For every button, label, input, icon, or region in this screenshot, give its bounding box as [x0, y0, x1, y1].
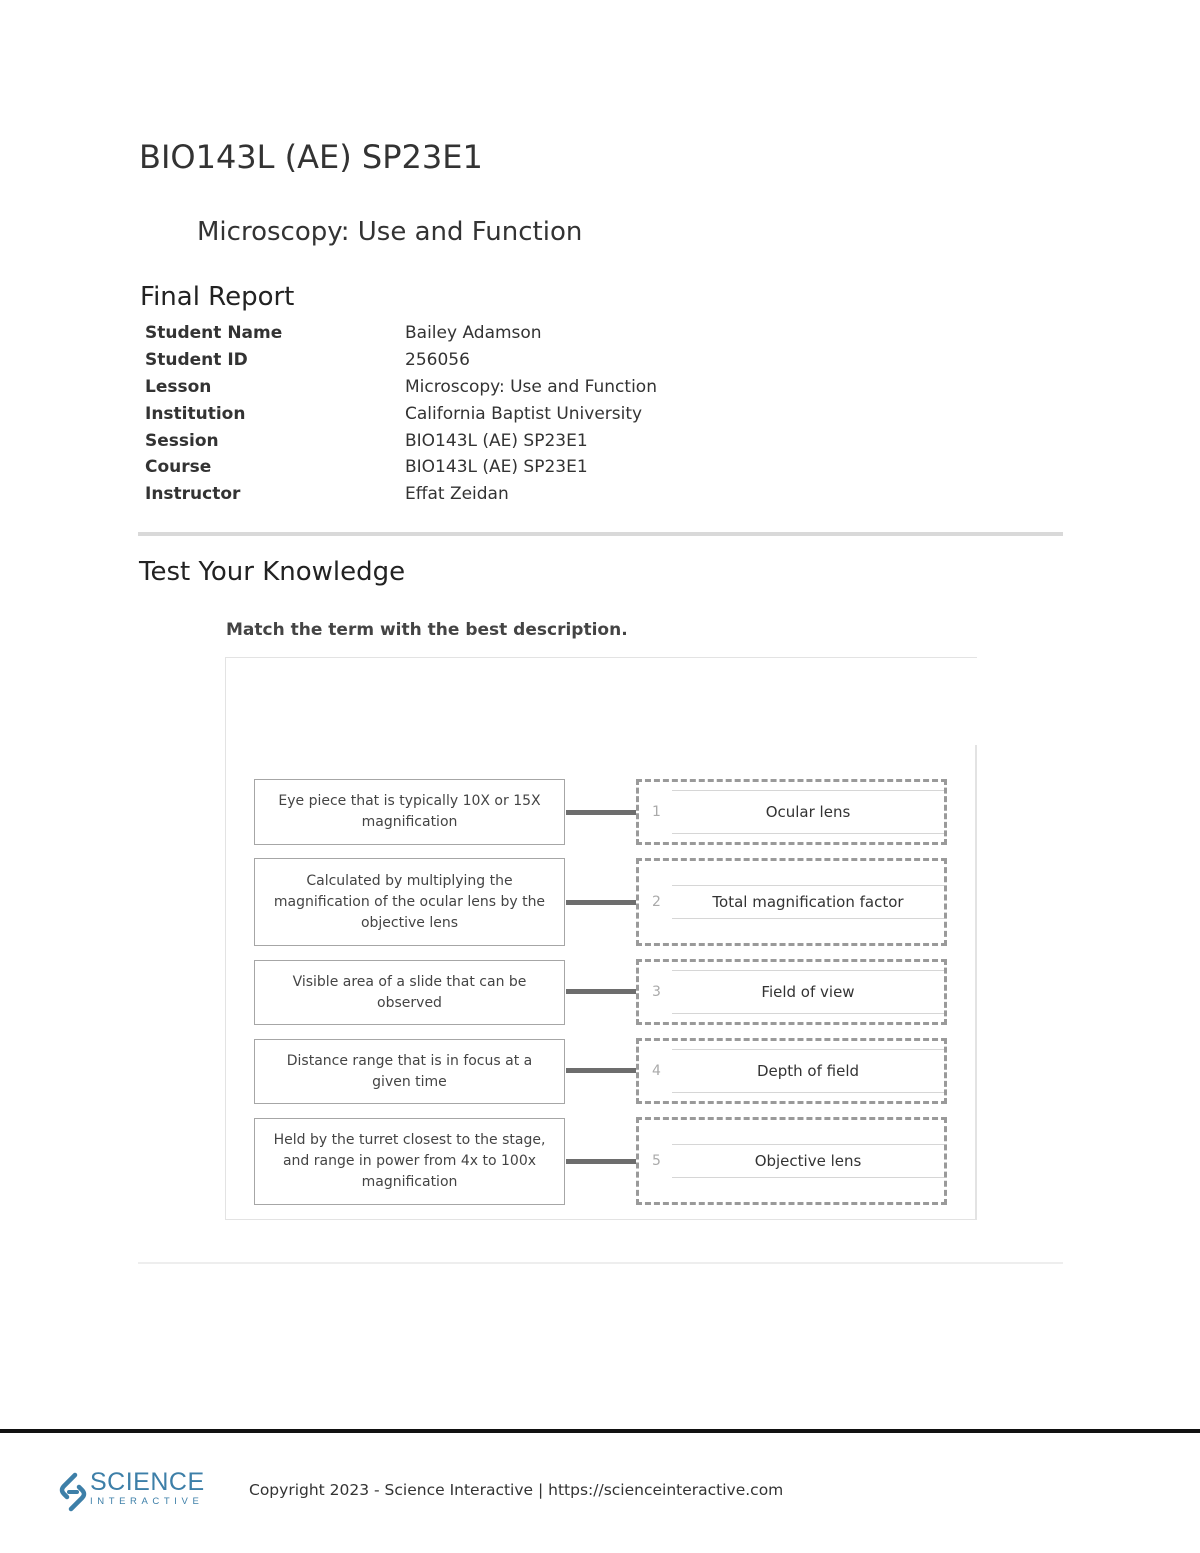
lesson-title: Microscopy: Use and Function	[197, 217, 583, 247]
description-box: Distance range that is in focus at a giv…	[254, 1039, 565, 1104]
info-value: Microscopy: Use and Function	[405, 376, 657, 397]
info-row: Student Name Bailey Adamson	[145, 320, 657, 347]
term-chip[interactable]: Ocular lens	[672, 790, 944, 834]
term-chip[interactable]: Depth of field	[672, 1049, 944, 1093]
description-box: Visible area of a slide that can be obse…	[254, 960, 565, 1025]
term-drop-zone[interactable]: 2 Total magnification factor	[636, 858, 947, 946]
student-info-table: Student Name Bailey Adamson Student ID 256…	[145, 320, 657, 508]
info-label: Institution	[145, 403, 246, 424]
match-connector	[566, 810, 636, 815]
info-label: Lesson	[145, 376, 212, 397]
description-text: Distance range that is in focus at a giv…	[286, 1052, 533, 1090]
info-label: Instructor	[145, 484, 241, 505]
term-chip[interactable]: Objective lens	[672, 1144, 944, 1178]
term-drop-zone[interactable]: 1 Ocular lens	[636, 779, 947, 845]
info-label: Student ID	[145, 350, 248, 371]
section-divider	[138, 532, 1063, 536]
term-chip[interactable]: Field of view	[672, 970, 944, 1014]
match-connector	[566, 1068, 636, 1073]
section-heading: Test Your Knowledge	[139, 557, 406, 587]
footer-divider	[0, 1429, 1200, 1433]
logo-word: SCIENCE	[90, 1468, 205, 1496]
term-drop-zone[interactable]: 4 Depth of field	[636, 1038, 947, 1104]
match-connector	[566, 900, 636, 905]
term-chip[interactable]: Total magnification factor	[672, 885, 944, 919]
term-number: 1	[652, 804, 661, 820]
term-label: Objective lens	[754, 1152, 862, 1170]
info-label: Session	[145, 430, 219, 451]
info-row: Course BIO143L (AE) SP23E1	[145, 454, 657, 481]
description-text: Calculated by multiplying the magnificat…	[273, 872, 546, 931]
info-value: BIO143L (AE) SP23E1	[405, 457, 588, 478]
term-drop-zone[interactable]: 5 Objective lens	[636, 1117, 947, 1205]
info-label: Student Name	[145, 323, 283, 344]
match-connector	[566, 989, 636, 994]
info-label: Course	[145, 457, 212, 478]
term-label: Total magnification factor	[712, 893, 904, 911]
term-number: 5	[652, 1153, 661, 1169]
science-interactive-logo: SCIENCE INTERACTIVE	[58, 1470, 208, 1514]
info-value: California Baptist University	[405, 403, 643, 424]
info-row: Institution California Baptist University	[145, 400, 657, 427]
info-row: Student ID 256056	[145, 347, 657, 374]
description-box: Held by the turret closest to the stage,…	[254, 1118, 565, 1205]
question-prompt: Match the term with the best description…	[226, 620, 628, 640]
info-value: BIO143L (AE) SP23E1	[405, 430, 588, 451]
info-row: Session BIO143L (AE) SP23E1	[145, 427, 657, 454]
term-drop-zone[interactable]: 3 Field of view	[636, 959, 947, 1025]
section-divider	[138, 1262, 1063, 1264]
description-text: Held by the turret closest to the stage,…	[273, 1132, 546, 1190]
description-box: Eye piece that is typically 10X or 15X m…	[254, 779, 565, 845]
term-label: Field of view	[761, 983, 855, 1001]
matching-panel	[225, 657, 977, 1220]
info-row: Instructor Effat Zeidan	[145, 481, 657, 508]
term-number: 3	[652, 984, 661, 1000]
info-value: Bailey Adamson	[405, 323, 542, 344]
term-label: Ocular lens	[765, 803, 851, 821]
logo-subword: INTERACTIVE	[90, 1496, 204, 1507]
term-label: Depth of field	[756, 1062, 860, 1080]
copyright-notice: Copyright 2023 - Science Interactive | h…	[249, 1481, 784, 1499]
description-text: Eye piece that is typically 10X or 15X m…	[278, 793, 541, 830]
match-connector	[566, 1159, 636, 1164]
description-text: Visible area of a slide that can be obse…	[292, 973, 527, 1011]
panel-divider	[975, 745, 977, 1220]
term-number: 2	[652, 894, 661, 910]
info-value: Effat Zeidan	[405, 484, 509, 505]
term-number: 4	[652, 1063, 661, 1079]
info-value: 256056	[405, 350, 470, 371]
course-title: BIO143L (AE) SP23E1	[139, 138, 483, 176]
description-box: Calculated by multiplying the magnificat…	[254, 858, 565, 946]
logo-mark-icon	[59, 1472, 87, 1512]
info-row: Lesson Microscopy: Use and Function	[145, 374, 657, 401]
report-heading: Final Report	[140, 282, 295, 312]
